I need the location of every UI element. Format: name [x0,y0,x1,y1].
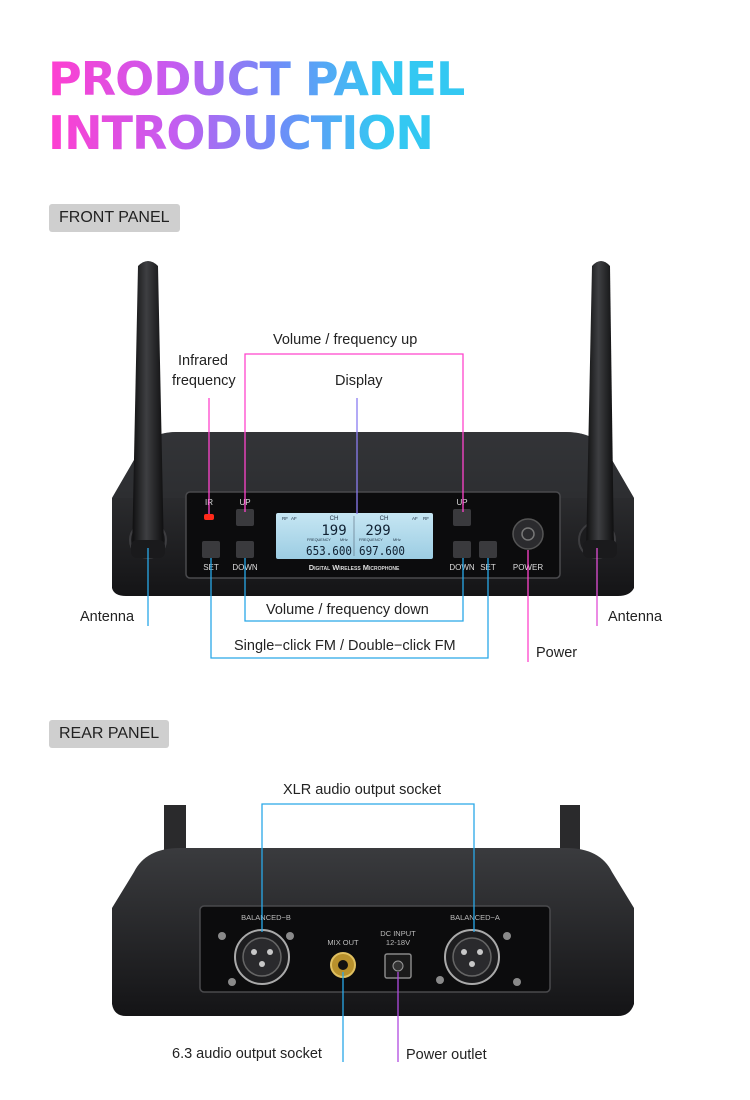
label-volume-down: Volume / frequency down [264,602,431,618]
lcd-display [276,513,433,559]
up-right-text: UP [456,498,467,507]
receiver-rear: BALANCED−B BALANCED−A MIX OUT DC INPUT 1… [112,805,634,1016]
up-left-button[interactable] [236,509,254,526]
label-xlr: XLR audio output socket [283,782,441,798]
lcd-freq-a: 653.600 [306,544,352,558]
mix-out-text: MIX OUT [327,938,359,947]
lcd-rf-a: RF [282,516,288,521]
lcd-rf-b: RF [423,516,429,521]
set-right-button[interactable] [479,541,497,558]
lcd-channel-b: 299 [365,523,390,539]
down-right-button[interactable] [453,541,471,558]
label-volume-up: Volume / frequency up [273,332,418,348]
lcd-channel-a: 199 [321,523,346,539]
receiver-front: IR UP SET DOWN UP DOWN SET POWER RF AF A… [112,432,634,596]
front-callout-lines [147,353,598,662]
dc-input-text: DC INPUT [380,929,416,938]
label-single-double: Single−click FM / Double−click FM [232,638,458,654]
lcd-mhz-a: MHz [340,538,348,542]
lcd-af-b: AF [412,516,418,521]
down-left-button[interactable] [236,541,254,558]
label-63-socket: 6.3 audio output socket [172,1046,322,1062]
ir-led-icon [204,514,214,520]
antenna-right-icon [583,261,617,558]
rear-callout-lines [261,803,475,1062]
lcd-mhz-b: MHz [393,538,401,542]
brand-text: Digital Wireless Microphone [309,563,400,572]
lcd-freq-label-a: FREQUENCY [307,538,331,542]
antenna-left-icon [131,261,165,558]
set-left-button[interactable] [202,541,220,558]
lcd-freq-label-b: FREQUENCY [359,538,383,542]
lcd-af-a: AF [291,516,297,521]
label-power: Power [536,645,578,661]
lcd-ch-a: CH [330,516,339,522]
lcd-ch-b: CH [380,516,389,522]
label-display: Display [335,373,383,389]
label-antenna-left: Antenna [80,609,135,625]
down-right-text: DOWN [449,563,475,572]
dc-voltage-text: 12-18V [386,938,410,947]
label-antenna-right: Antenna [608,609,663,625]
label-infrared-1: Infrared [178,353,228,369]
lcd-freq-b: 697.600 [359,544,405,558]
label-infrared-2: frequency [172,373,236,389]
power-button[interactable] [512,518,544,550]
up-right-button[interactable] [453,509,471,526]
rear-panel-tag: REAR PANEL [49,720,170,748]
power-icon [521,527,535,541]
balanced-b-text: BALANCED−B [241,913,291,922]
balanced-a-text: BALANCED−A [450,913,500,922]
front-panel-tag: FRONT PANEL [49,204,180,232]
label-power-outlet: Power outlet [406,1047,487,1063]
